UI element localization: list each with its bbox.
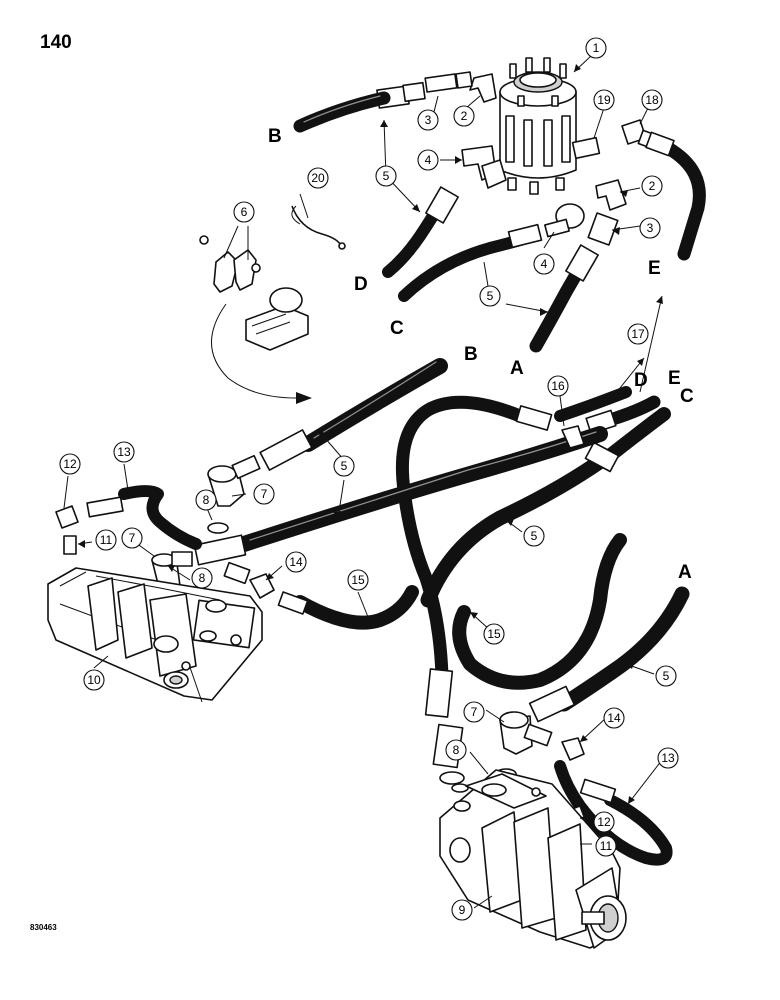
svg-text:5: 5 [663, 669, 670, 683]
svg-text:9: 9 [459, 903, 466, 917]
callout-8-left: 8 [191, 567, 213, 589]
svg-text:8: 8 [453, 743, 460, 757]
svg-text:5: 5 [383, 169, 390, 183]
letter-d-top: D [354, 274, 368, 295]
svg-text:2: 2 [461, 109, 468, 123]
callout-11-left: 11 [95, 529, 117, 551]
svg-text:19: 19 [597, 93, 611, 107]
svg-text:5: 5 [531, 529, 538, 543]
letter-c-top: C [390, 318, 404, 339]
callout-16: 16 [547, 375, 569, 397]
svg-text:16: 16 [551, 379, 565, 393]
callout-14-left: 14 [285, 551, 307, 573]
callout-15-right: 15 [483, 623, 505, 645]
svg-text:6: 6 [241, 205, 248, 219]
callout-5-mid: 5 [479, 285, 501, 307]
letter-b-mid: B [464, 344, 478, 365]
callout-2-right: 2 [641, 175, 663, 197]
callout-13-left: 13 [113, 441, 135, 463]
letter-a-mid: A [678, 562, 692, 583]
svg-text:5: 5 [341, 459, 348, 473]
callout-5-d: 5 [655, 665, 677, 687]
callout-3-right: 3 [639, 217, 661, 239]
svg-text:8: 8 [203, 493, 210, 507]
svg-text:14: 14 [289, 555, 303, 569]
svg-text:14: 14 [607, 711, 621, 725]
callout-11-right: 11 [595, 835, 617, 857]
callout-18: 18 [641, 89, 663, 111]
callout-5-b: 5 [333, 455, 355, 477]
svg-text:7: 7 [471, 705, 478, 719]
svg-text:3: 3 [647, 221, 654, 235]
figure-code: 830463 [30, 923, 57, 932]
callouts: 1 2 3 19 18 4 2 3 4 5 5 20 6 17 16 5 7 8… [59, 37, 679, 921]
svg-text:11: 11 [100, 533, 113, 547]
pump-10 [47, 567, 263, 703]
svg-text:12: 12 [597, 815, 611, 829]
letter-b-top: B [268, 126, 282, 147]
svg-text:20: 20 [311, 171, 325, 185]
letter-d-mid: D [634, 370, 648, 391]
svg-text:12: 12 [63, 457, 77, 471]
svg-text:7: 7 [261, 487, 268, 501]
svg-text:7: 7 [129, 531, 136, 545]
svg-text:4: 4 [541, 257, 548, 271]
callout-7-upper: 7 [253, 483, 275, 505]
svg-text:13: 13 [117, 445, 131, 459]
page-number: 140 [40, 32, 72, 53]
swivel-assembly [499, 57, 577, 195]
letter-e-mid: E [668, 368, 681, 389]
clamp-parts [199, 205, 346, 404]
hose-letters: B D C A E B D E C A [268, 126, 694, 583]
upper-hoses [293, 91, 706, 353]
callout-7-lower: 7 [463, 701, 485, 723]
top-fittings [376, 71, 667, 246]
svg-text:11: 11 [600, 839, 613, 853]
callout-4-lower: 4 [533, 253, 555, 275]
callout-17: 17 [627, 323, 649, 345]
callout-13-right: 13 [657, 747, 679, 769]
svg-text:17: 17 [631, 327, 645, 341]
callout-5-c: 5 [523, 525, 545, 547]
svg-text:18: 18 [645, 93, 659, 107]
letter-c-mid: C [680, 386, 694, 407]
svg-text:3: 3 [425, 113, 432, 127]
callout-1: 1 [585, 37, 607, 59]
callout-12-right: 12 [593, 811, 615, 833]
main-hoses [86, 358, 690, 866]
svg-text:1: 1 [593, 41, 600, 55]
svg-text:4: 4 [425, 153, 432, 167]
svg-text:10: 10 [87, 673, 101, 687]
svg-text:2: 2 [649, 179, 656, 193]
svg-text:15: 15 [487, 627, 501, 641]
callout-2-top: 2 [453, 105, 475, 127]
callout-10: 10 [83, 669, 105, 691]
callout-15-left: 15 [347, 569, 369, 591]
callout-4-upper: 4 [417, 149, 439, 171]
svg-text:13: 13 [661, 751, 675, 765]
callout-14-lower: 14 [603, 707, 625, 729]
callout-9: 9 [451, 899, 473, 921]
callout-8-lower: 8 [445, 739, 467, 761]
callout-8-upper: 8 [195, 489, 217, 511]
leader-arrowheads [78, 64, 663, 823]
pump-9 [439, 769, 627, 949]
letter-a-top: A [510, 358, 524, 379]
svg-text:5: 5 [487, 289, 494, 303]
callout-3-top: 3 [417, 109, 439, 131]
callout-20: 20 [307, 167, 329, 189]
callout-19: 19 [593, 89, 615, 111]
callout-6: 6 [233, 201, 255, 223]
svg-text:15: 15 [351, 573, 365, 587]
callout-12-left: 12 [59, 453, 81, 475]
callout-7-left: 7 [121, 527, 143, 549]
svg-text:8: 8 [199, 571, 206, 585]
letter-e-top: E [648, 258, 661, 279]
callout-5-top: 5 [375, 165, 397, 187]
